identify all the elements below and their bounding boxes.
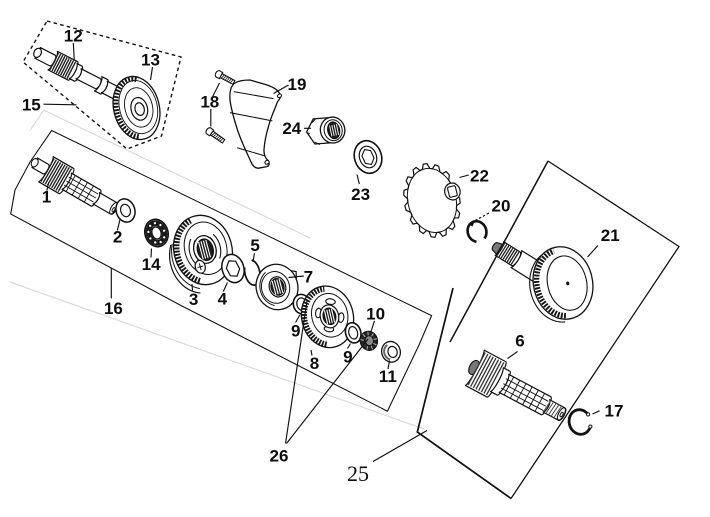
svg-text:9: 9 bbox=[343, 348, 352, 367]
svg-text:20: 20 bbox=[492, 196, 511, 215]
svg-text:2: 2 bbox=[113, 227, 122, 246]
svg-text:9: 9 bbox=[291, 322, 300, 341]
svg-text:22: 22 bbox=[470, 167, 489, 186]
svg-text:18: 18 bbox=[200, 92, 219, 111]
svg-text:8: 8 bbox=[310, 354, 319, 373]
svg-text:25: 25 bbox=[347, 461, 369, 486]
svg-text:14: 14 bbox=[142, 255, 161, 274]
svg-text:19: 19 bbox=[288, 75, 307, 94]
svg-text:6: 6 bbox=[515, 332, 524, 351]
svg-text:4: 4 bbox=[218, 290, 228, 309]
svg-text:21: 21 bbox=[601, 226, 620, 245]
svg-text:17: 17 bbox=[605, 402, 624, 421]
svg-text:1: 1 bbox=[42, 187, 51, 206]
svg-text:11: 11 bbox=[379, 367, 397, 386]
svg-text:7: 7 bbox=[304, 268, 313, 287]
svg-text:16: 16 bbox=[104, 299, 123, 318]
svg-text:5: 5 bbox=[250, 236, 259, 255]
svg-text:10: 10 bbox=[366, 304, 385, 323]
svg-text:23: 23 bbox=[351, 185, 370, 204]
svg-text:3: 3 bbox=[189, 290, 198, 309]
svg-text:15: 15 bbox=[22, 95, 41, 114]
svg-text:26: 26 bbox=[270, 447, 289, 466]
svg-text:24: 24 bbox=[282, 119, 301, 138]
svg-text:13: 13 bbox=[141, 50, 160, 69]
svg-text:12: 12 bbox=[64, 27, 83, 46]
